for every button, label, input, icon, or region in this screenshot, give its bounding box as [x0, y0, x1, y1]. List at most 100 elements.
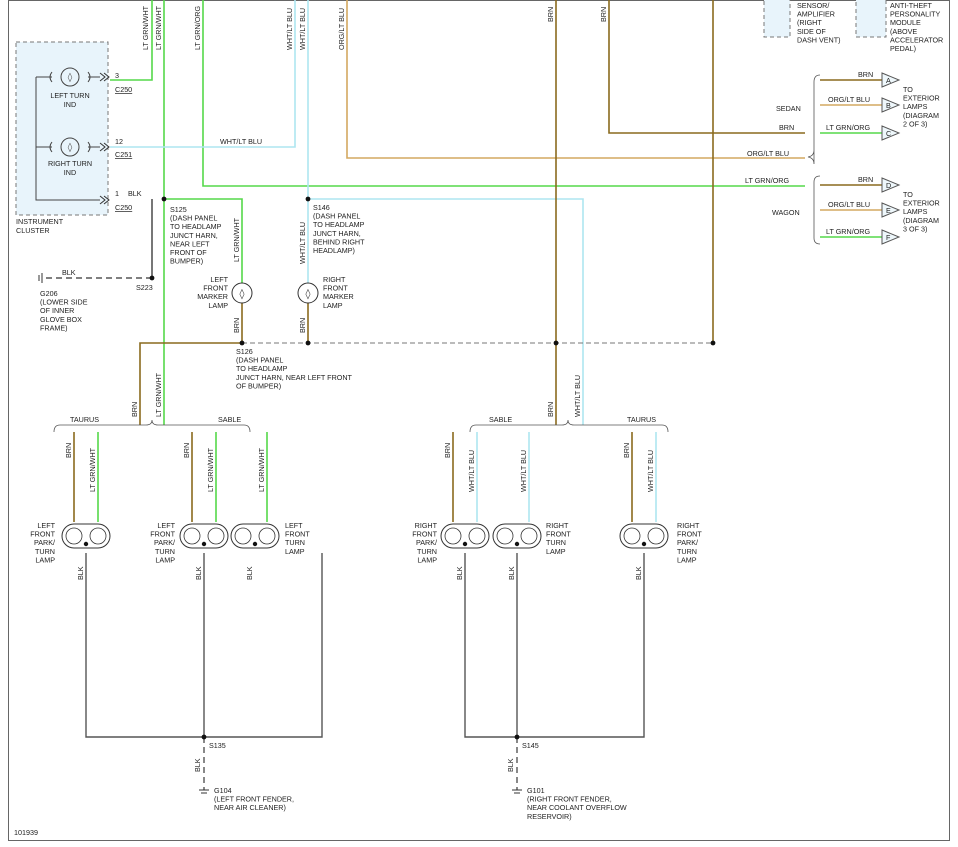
to-exterior-1-line-2: EXTERIOR: [903, 94, 940, 103]
ground-g206-symbol: [38, 273, 43, 283]
anti-theft-module-label: ANTI-THEFTPERSONALITYMODULE(ABOVEACCELER…: [890, 1, 943, 53]
splice-s126-line-2: (DASH PANEL: [236, 356, 283, 365]
ground-g104-line-2: (LEFT FRONT FENDER,: [214, 795, 294, 804]
wire-label-whtltblu-right: WHT/LT BLU: [573, 375, 582, 417]
wire-ltgrnorg: [202, 0, 805, 187]
left-variant-bracket: [53, 419, 251, 433]
left-front-park-turn-lamp-sable-body: [179, 523, 229, 549]
left-marker-line-3: MARKER: [197, 292, 228, 301]
anti-theft-module-line-5: ACCELERATOR: [890, 35, 943, 44]
left-front-park-turn-lamp-sable-wire-label-b: LT GRN/WHT: [206, 447, 215, 492]
wire-label-orgltblu-top: ORG/LT BLU: [337, 8, 346, 50]
wire-label-ltgrnorg-top: LT GRN/ORG: [193, 6, 202, 50]
ground-g206-line-4: GLOVE BOX: [40, 315, 82, 324]
pin-letter-a: A: [886, 76, 891, 85]
wire-ltgrnwht-marker: [164, 198, 243, 283]
right-front-turn-lamp-sable-filament-2: [520, 527, 538, 545]
junction-brn-center-dot: [553, 340, 559, 346]
to-exterior-1-line-3: LAMPS: [903, 102, 928, 111]
splice-s223-label: S223: [136, 283, 153, 292]
right-front-turn-lamp-sable-blk-label: BLK: [507, 566, 516, 580]
splice-s146-dot: [305, 196, 311, 202]
ground-g101-label: G101(RIGHT FRONT FENDER,NEAR COOLANT OVE…: [527, 786, 627, 821]
right-marker-line-3: MARKER: [323, 292, 354, 301]
right-front-park-turn-lamp-taurus-label-line-3: PARK/: [677, 538, 698, 547]
left-front-park-turn-lamp-sable-ground-pin: [201, 541, 207, 547]
ground-g101-line-2: (RIGHT FRONT FENDER,: [527, 795, 612, 804]
left-front-turn-lamp-sable-label-line-2: FRONT: [285, 530, 310, 539]
wire-label-ltgrnorg-horiz: LT GRN/ORG: [745, 176, 789, 185]
wire-label-whtltblu-2: WHT/LT BLU: [298, 8, 307, 50]
wire-label-brn-top-1: BRN: [546, 7, 555, 22]
right-front-park-turn-lamp-taurus-blk-label: BLK: [634, 566, 643, 580]
left-front-park-turn-lamp-taurus-wire-label-b: LT GRN/WHT: [88, 447, 97, 492]
wire-label-brn-horiz: BRN: [779, 123, 794, 132]
connector-c251-label: C251: [115, 150, 132, 159]
pin-wire-label-a: BRN: [858, 70, 873, 79]
junction-brn-right-dot: [710, 340, 716, 346]
left-front-turn-lamp-sable-filament-2: [258, 527, 276, 545]
sedan-bracket: [807, 74, 821, 165]
right-front-park-turn-lamp-taurus-wire-label-b: WHT/LT BLU: [646, 450, 655, 492]
right-front-park-turn-lamp-sable-label-line-1: RIGHT: [415, 521, 438, 530]
cluster-ground-line: [35, 153, 100, 201]
right-front-park-turn-lamp-taurus-label-line-5: LAMP: [677, 555, 697, 564]
wire-label-ltgrnwht-marker: LT GRN/WHT: [232, 217, 241, 262]
left-front-park-turn-lamp-taurus-label-line-2: FRONT: [30, 530, 55, 539]
anti-theft-module-box: [855, 0, 887, 38]
pin-letter-d: D: [886, 181, 891, 190]
right-front-turn-lamp-sable-body: [492, 523, 542, 549]
left-front-park-turn-lamp-sable-label-line-2: FRONT: [150, 530, 175, 539]
ground-g206-line-5: FRAME): [40, 323, 68, 332]
wire-brn-taurus-feed: [139, 342, 241, 425]
left-front-park-turn-lamp-sable-label-line-1: LEFT: [157, 521, 175, 530]
wagon-bracket: [813, 175, 821, 245]
right-turn-ind-label-1: RIGHT TURN: [48, 159, 92, 168]
wire-label-whtltblu-horiz: WHT/LT BLU: [220, 137, 262, 146]
left-front-park-turn-lamp-taurus-label-line-1: LEFT: [37, 521, 55, 530]
pin-letter-c: C: [886, 129, 891, 138]
ground-g206-line-2: (LOWER SIDE: [40, 298, 88, 307]
svg-text:◊: ◊: [68, 72, 73, 83]
left-front-park-turn-lamp-sable-blk-label: BLK: [194, 566, 203, 580]
right-front-turn-lamp-sable-label-line-4: LAMP: [546, 547, 566, 556]
splice-s125-line-3: TO HEADLAMP: [170, 222, 222, 231]
sensor-amplifier-line-2: AMPLIFIER: [797, 10, 835, 19]
pin-wire-label-f: LT GRN/ORG: [826, 227, 870, 236]
right-front-park-turn-lamp-taurus-wire-label-a: BRN: [622, 443, 631, 458]
variant-sable-left: SABLE: [218, 415, 241, 424]
anti-theft-module-line-4: (ABOVE: [890, 27, 917, 36]
splice-s146-line-5: BEHIND RIGHT: [313, 237, 365, 246]
left-front-turn-lamp-sable-blk-label: BLK: [245, 566, 254, 580]
splice-s126-line-3: TO HEADLAMP: [236, 364, 288, 373]
right-turn-ind-label-2: IND: [64, 168, 76, 177]
right-front-park-turn-lamp-sable-filament-1: [444, 527, 462, 545]
sensor-amplifier-line-5: DASH VENT): [797, 35, 841, 44]
left-front-park-turn-lamp-sable-label-line-4: TURN: [155, 547, 175, 556]
right-variant-bracket: [469, 419, 669, 433]
wire-label-orgltblu-horiz: ORG/LT BLU: [747, 149, 789, 158]
anti-theft-module-line-1: ANTI-THEFT: [890, 1, 933, 10]
wire-label-whtltblu-1: WHT/LT BLU: [285, 8, 294, 50]
left-marker-line-1: LEFT: [210, 275, 228, 284]
wire-label-brn-taurus-feed: BRN: [130, 402, 139, 417]
right-turn-indicator: ◊ RIGHT TURN IND: [36, 137, 100, 177]
right-marker-line-1: RIGHT: [323, 275, 346, 284]
left-front-park-turn-lamp-taurus-label-line-4: TURN: [35, 547, 55, 556]
left-turn-ind-label-1: LEFT TURN: [50, 91, 89, 100]
right-front-turn-lamp-sable-label-line-3: TURN: [546, 538, 566, 547]
left-front-turn-lamp-sable-ground-pin: [252, 541, 258, 547]
to-exterior-2-line-1: TO: [903, 190, 913, 199]
right-front-turn-lamp-sable-label-line-2: FRONT: [546, 530, 571, 539]
wire-label-brn-right-marker: BRN: [298, 318, 307, 333]
anti-theft-module-line-2: PERSONALITY: [890, 10, 941, 19]
